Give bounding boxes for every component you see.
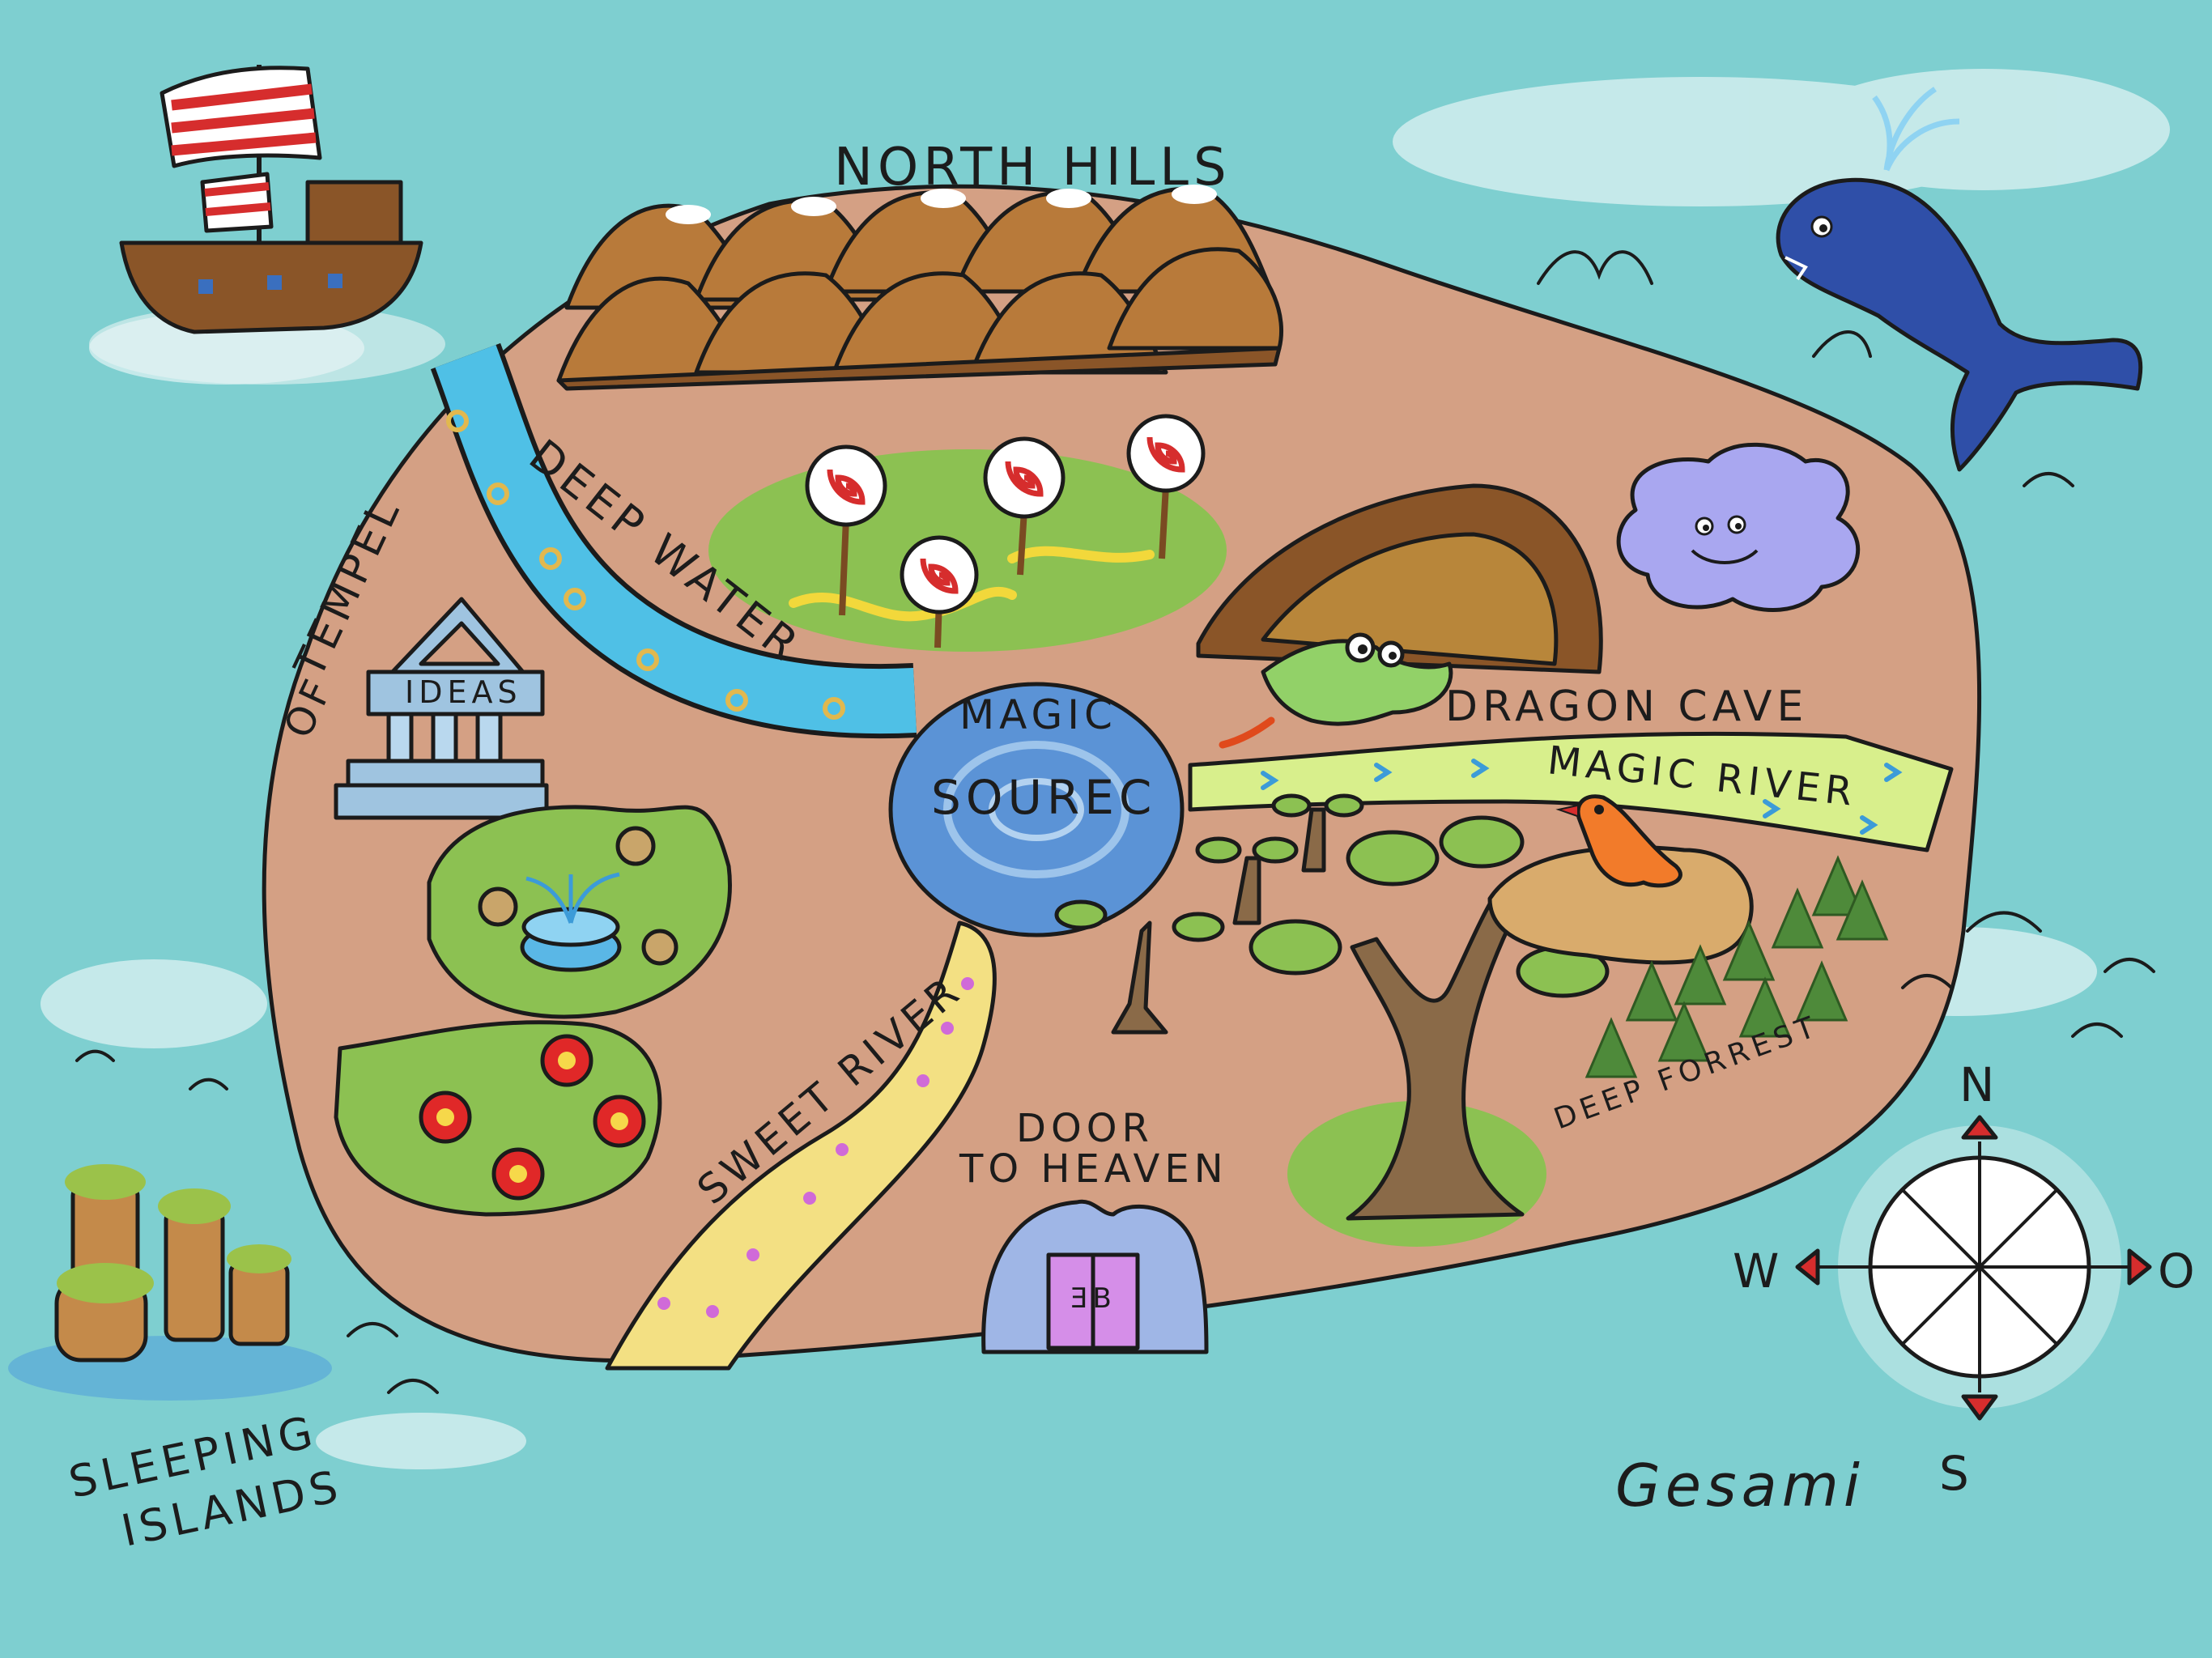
compass-west: W [1733,1244,1784,1299]
deep-water-river-fill [435,344,917,734]
compass-south: S [1939,1446,1974,1501]
compass-rose-icon [1795,1115,2152,1421]
fountain-icon [478,826,678,972]
flower-icon [419,1034,646,1201]
compass-north: N [1959,1057,1999,1112]
temple-sign: IDEAS [405,674,522,710]
dragon-cave [1196,483,1603,674]
dragon-icon [1219,632,1453,749]
house-island-icon [8,1164,332,1401]
whale-icon [1776,87,2143,472]
magic-source-label-1: MAGIC [959,691,1117,738]
sea-waves [75,250,2155,1394]
magic-source-label-2: SOUREC [931,770,1156,825]
door-sign: ƎB [1070,1282,1117,1315]
door-to-heaven-label-2: TO HEAVEN [959,1146,1228,1192]
dragon-cave-label: DRAGON CAVE [1445,682,1808,731]
sweet-river-dots [657,977,974,1318]
sweet-river [605,920,997,1371]
pirate-ship-icon [89,65,445,385]
lollipop-tree-icon [805,414,1206,648]
temple-icon [334,597,549,820]
door-to-heaven-label-1: DOOR [1016,1106,1154,1151]
artist-signature: Gesami [1615,1452,1865,1520]
smiling-cloud-icon [1616,442,1861,612]
north-hills-mountains [556,186,1284,391]
magic-source [888,682,1185,937]
bird-icon [1555,794,1682,888]
pine-tree-icon [1585,855,1889,1078]
magic-river-arrows [1261,759,1903,835]
river-bubbles [446,410,845,720]
tree-icon [1054,793,1364,1035]
mountain-snow-caps [666,185,1217,224]
north-hills-label: NORTH HILLS [834,138,1231,198]
door-icon [981,1199,1209,1354]
compass-east: O [2158,1244,2200,1299]
big-tree [1249,815,1610,1247]
